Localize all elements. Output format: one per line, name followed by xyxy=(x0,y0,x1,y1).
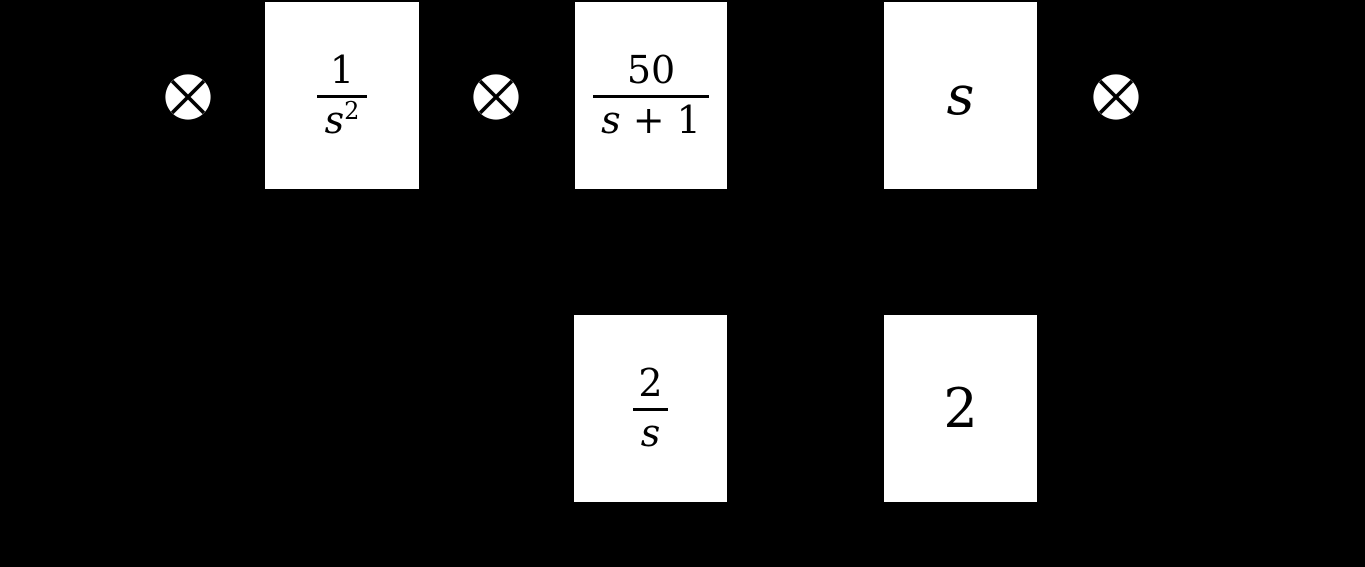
fraction-numerator: 2 xyxy=(638,360,663,405)
block-2-over-s: 2 s xyxy=(574,315,727,502)
fraction: 50 s + 1 xyxy=(593,47,709,143)
fraction: 1 s2 xyxy=(316,47,368,143)
fraction-denominator: s2 xyxy=(316,94,368,143)
exponent: 2 xyxy=(344,96,360,125)
block-50-over-s-plus-1: 50 s + 1 xyxy=(575,2,727,189)
summing-junction-3 xyxy=(1093,74,1139,120)
fraction-numerator: 1 xyxy=(329,47,355,92)
fraction-denominator: s xyxy=(632,407,669,456)
circled-cross-icon xyxy=(165,74,211,120)
fraction-numerator: 50 xyxy=(626,47,676,92)
block-label: s xyxy=(946,63,975,127)
fraction: 2 s xyxy=(630,360,670,456)
block-s: s xyxy=(884,2,1037,189)
block-1-over-s-squared: 1 s2 xyxy=(265,2,419,189)
block-2: 2 xyxy=(884,315,1037,502)
summing-junction-2 xyxy=(473,74,519,120)
circled-cross-icon xyxy=(473,74,519,120)
circled-cross-icon xyxy=(1093,74,1139,120)
block-label: 2 xyxy=(943,376,978,440)
fraction-denominator: s + 1 xyxy=(593,94,709,143)
summing-junction-1 xyxy=(165,74,211,120)
